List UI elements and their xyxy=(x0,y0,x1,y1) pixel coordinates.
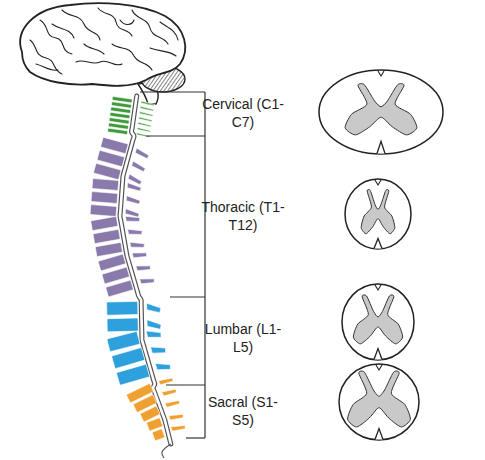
vertebral-body xyxy=(95,242,122,256)
ventral-fissure xyxy=(375,429,383,440)
vertebra xyxy=(108,128,151,138)
region-label: Lumbar (L1-L5) xyxy=(200,320,286,356)
spinous-process xyxy=(140,275,156,286)
spinous-process xyxy=(132,249,148,260)
spinous-process xyxy=(137,127,151,132)
region-label: Thoracic (T1-T12) xyxy=(200,198,286,234)
ventral-fissure xyxy=(377,141,385,153)
vertebral-body xyxy=(101,137,129,154)
spinous-process xyxy=(138,122,152,127)
spinous-process xyxy=(147,303,161,313)
vertebral-body xyxy=(107,301,138,315)
gray-matter xyxy=(345,84,417,135)
white-matter xyxy=(342,284,414,360)
spinous-process xyxy=(135,148,150,159)
vertebral-body xyxy=(90,205,117,217)
spinous-process xyxy=(171,422,187,433)
region-label: Cervical (C1-C7) xyxy=(200,95,286,131)
vertebra xyxy=(93,225,143,243)
spinous-process xyxy=(136,262,152,273)
gray-matter xyxy=(353,295,402,344)
spinous-process xyxy=(125,214,140,224)
dorsal-sulcus xyxy=(376,365,382,370)
spinous-process xyxy=(139,112,153,117)
spinous-process xyxy=(141,101,155,106)
vertebral-body xyxy=(116,364,149,385)
ventral-fissure xyxy=(374,239,382,249)
spinous-process xyxy=(140,106,154,111)
vertebra xyxy=(91,212,141,230)
spinous-process xyxy=(162,386,178,398)
gray-matter xyxy=(361,189,395,233)
vertebral-body xyxy=(93,229,120,243)
vertebral-body xyxy=(91,216,118,230)
vertebra xyxy=(91,192,141,206)
spinous-process xyxy=(169,411,185,422)
vertebra xyxy=(107,317,161,331)
ventral-fissure xyxy=(374,349,382,360)
spinous-process xyxy=(146,328,162,341)
gyri xyxy=(30,8,178,74)
dorsal-sulcus xyxy=(375,180,381,185)
cord-section xyxy=(342,284,414,360)
cord-section xyxy=(345,179,411,249)
vertebra xyxy=(152,421,187,441)
white-matter xyxy=(345,179,411,249)
vertebral-body xyxy=(106,280,134,297)
vertebra xyxy=(90,205,140,219)
gray-matter xyxy=(348,371,411,427)
spinous-process xyxy=(139,117,153,122)
vertebral-body xyxy=(107,318,138,332)
cord-section xyxy=(339,364,419,440)
vertebra xyxy=(106,274,156,297)
vertebral-body xyxy=(108,128,128,134)
spinous-process xyxy=(147,319,161,329)
white-matter xyxy=(319,70,443,154)
vertebral-body xyxy=(152,429,165,441)
dorsal-sulcus xyxy=(375,285,381,290)
spinous-process xyxy=(155,360,171,373)
cord-section xyxy=(319,70,443,154)
spinous-process xyxy=(130,240,145,250)
region-label: Sacral (S1-S5) xyxy=(200,393,286,429)
cord-cross-sections xyxy=(319,70,443,440)
vertebral-body xyxy=(107,331,140,351)
vertebral-body xyxy=(97,150,125,167)
vertebral-body xyxy=(112,348,145,369)
white-matter xyxy=(339,364,419,440)
spinous-process xyxy=(128,227,143,237)
spinous-process xyxy=(150,343,166,356)
vertebral-body xyxy=(93,163,121,180)
spinal-column xyxy=(90,96,186,458)
spinous-process xyxy=(127,183,142,192)
spinous-process xyxy=(136,133,150,138)
vertebra xyxy=(107,301,161,315)
dorsal-sulcus xyxy=(378,71,384,76)
vertebral-body xyxy=(92,179,119,191)
vertebral-body xyxy=(91,192,118,204)
spinous-process xyxy=(125,209,140,218)
cerebrum xyxy=(20,3,185,86)
filum-terminale xyxy=(162,444,171,458)
brain xyxy=(20,3,185,104)
region-brackets xyxy=(140,92,205,438)
spinous-process xyxy=(126,196,141,205)
spinous-process xyxy=(131,161,146,172)
spinous-process xyxy=(165,397,181,409)
vertebra xyxy=(92,179,142,193)
